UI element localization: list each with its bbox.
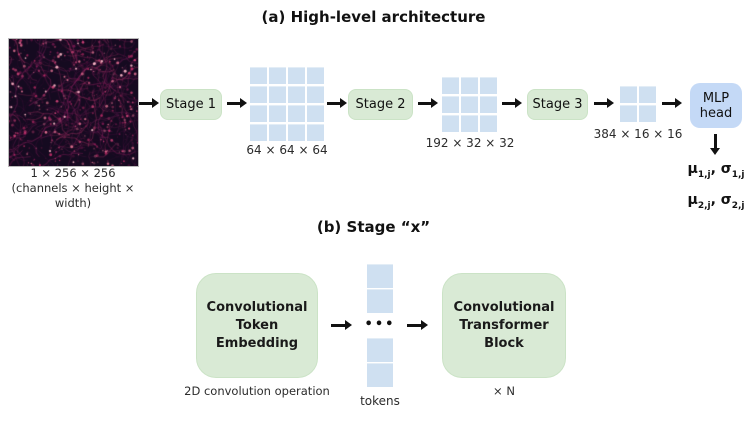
feature-map-cell (442, 96, 459, 113)
feature-map-cell (461, 77, 478, 94)
mu-subscript: 2,j (697, 200, 711, 211)
feature-map-grid-2 (442, 77, 497, 132)
stage-2-label: Stage 2 (355, 97, 406, 112)
feature-map-cell (480, 96, 497, 113)
token-square (367, 289, 393, 313)
arrow-right-icon (594, 98, 614, 108)
conv-transformer-label: Convolutional Transformer Block (453, 299, 555, 351)
mlp-head-block: MLP head (690, 83, 742, 128)
arrow-right-icon (418, 98, 438, 108)
output-mu-sigma-row-1: μ1,j, σ1,j (685, 161, 747, 180)
mu-subscript: 1,j (697, 169, 711, 180)
arrow-right-icon (227, 98, 247, 108)
feature-map-cell (269, 86, 286, 103)
mu-symbol: μ (687, 192, 698, 208)
tokens-label: tokens (360, 394, 400, 408)
feature-map-cell (269, 124, 286, 141)
token-square (367, 264, 393, 288)
feature-map-cell (288, 124, 305, 141)
feature-map-cell (288, 67, 305, 84)
feature-map-cell (307, 86, 324, 103)
arrow-right-icon (331, 320, 352, 330)
feature-map-cell (639, 105, 656, 122)
feature-map-label-2: 192 × 32 × 32 (425, 136, 515, 150)
feature-map-cell (288, 105, 305, 122)
feature-map-cell (269, 105, 286, 122)
feature-map-grid-1 (250, 67, 324, 141)
arrow-right-icon (502, 98, 522, 108)
feature-map-cell (288, 86, 305, 103)
feature-map-cell (307, 124, 324, 141)
feature-map-cell (620, 86, 637, 103)
feature-map-cell (250, 124, 267, 141)
feature-map-cell (250, 67, 267, 84)
sigma-subscript: 2,j (731, 200, 745, 211)
feature-map-cell (442, 77, 459, 94)
arrow-down-icon (710, 134, 720, 155)
conv-token-embedding-block: Convolutional Token Embedding (196, 273, 318, 378)
output-mu-sigma-row-2: μ2,j, σ2,j (685, 192, 747, 211)
feature-map-cell (461, 96, 478, 113)
conv-embedding-caption: 2D convolution operation (184, 384, 330, 398)
input-image-canvas (9, 39, 138, 166)
arrow-right-icon (139, 98, 159, 108)
ellipsis-dots: ••• (364, 317, 396, 332)
arrow-right-icon (327, 98, 347, 108)
feature-map-cell (461, 115, 478, 132)
repeat-count-label: × N (493, 384, 515, 398)
feature-map-cell (250, 86, 267, 103)
section-b-title: (b) Stage “x” (316, 218, 431, 236)
sigma-symbol: σ (720, 161, 732, 177)
stage-1-block: Stage 1 (160, 89, 222, 120)
arrow-right-icon (407, 320, 428, 330)
mu-symbol: μ (687, 161, 698, 177)
input-image (8, 38, 139, 167)
input-image-caption: 1 × 256 × 256 (channels × height × width… (11, 166, 135, 210)
feature-map-cell (620, 105, 637, 122)
mlp-head-label: MLP head (699, 90, 733, 121)
sigma-symbol: σ (720, 192, 732, 208)
feature-map-label-3: 384 × 16 × 16 (593, 127, 683, 141)
comma-separator: , (710, 192, 721, 208)
stage-3-label: Stage 3 (532, 97, 583, 112)
section-a-title: (a) High-level architecture (261, 8, 486, 26)
arrow-right-icon (662, 98, 682, 108)
sigma-subscript: 1,j (731, 169, 745, 180)
feature-map-label-1: 64 × 64 × 64 (246, 143, 328, 157)
comma-separator: , (710, 161, 721, 177)
feature-map-grid-3 (620, 86, 656, 122)
stage-1-label: Stage 1 (166, 97, 216, 112)
token-square (367, 338, 393, 362)
feature-map-cell (639, 86, 656, 103)
conv-token-embedding-label: Convolutional Token Embedding (206, 299, 308, 351)
feature-map-cell (480, 77, 497, 94)
feature-map-cell (480, 115, 497, 132)
feature-map-cell (250, 105, 267, 122)
stage-2-block: Stage 2 (348, 89, 413, 120)
feature-map-cell (307, 105, 324, 122)
feature-map-cell (307, 67, 324, 84)
stage-3-block: Stage 3 (527, 89, 588, 120)
conv-transformer-block: Convolutional Transformer Block (442, 273, 566, 378)
feature-map-cell (442, 115, 459, 132)
token-square (367, 363, 393, 387)
feature-map-cell (269, 67, 286, 84)
